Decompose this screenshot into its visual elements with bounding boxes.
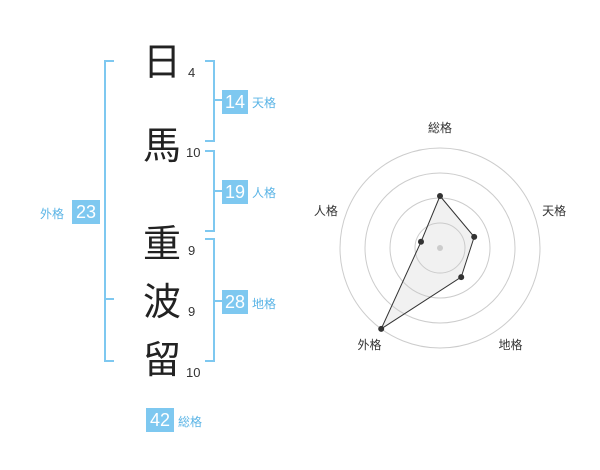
gaikaku-value: 23 xyxy=(72,200,100,224)
name-char-2: 馬 xyxy=(142,124,181,168)
jinkaku-connector xyxy=(213,190,222,192)
radar-series-area xyxy=(380,195,475,331)
radar-point-5 xyxy=(418,238,424,245)
stroke-count-5: 10 xyxy=(186,365,201,380)
stroke-count-1: 4 xyxy=(188,65,196,80)
jinkaku-label: 人格 xyxy=(252,186,277,200)
radar-ring-3 xyxy=(364,172,516,324)
radar-ring-1 xyxy=(414,222,466,274)
tenkaku-connector xyxy=(213,99,222,101)
stroke-count-2: 10 xyxy=(186,145,201,160)
radar-point-1 xyxy=(437,193,443,199)
chikaku-label: 地格 xyxy=(252,297,277,311)
name-char-5: 留 xyxy=(142,338,181,382)
name-char-4: 波 xyxy=(142,280,181,324)
name-char-1: 日 xyxy=(142,40,181,84)
radar-point-2 xyxy=(471,233,478,240)
radar-axis-label-3: 地格 xyxy=(498,337,522,352)
name-char-3: 重 xyxy=(142,222,181,266)
radar-axis-label-4: 外格 xyxy=(357,337,381,352)
gaikaku-bracket-mid xyxy=(104,298,114,300)
tenkaku-label: 天格 xyxy=(252,96,277,110)
radar-point-3 xyxy=(458,274,465,281)
soukaku-label: 総格 xyxy=(178,415,203,429)
jinkaku-value: 19 xyxy=(222,180,248,204)
radar-points xyxy=(378,193,478,332)
radar-axis-label-1: 総格 xyxy=(428,120,452,135)
chikaku-value: 28 xyxy=(222,290,248,314)
radar-axis-label-2: 天格 xyxy=(542,203,566,218)
radar-point-4 xyxy=(378,325,385,332)
stroke-count-4: 9 xyxy=(188,304,196,319)
gaikaku-bracket xyxy=(104,60,114,362)
gaikaku-label: 外格 xyxy=(40,207,65,221)
radar-ring-4 xyxy=(339,147,541,349)
soukaku-value: 42 xyxy=(146,408,174,432)
radar-center-dot xyxy=(437,245,443,251)
radar-axis-label-5: 人格 xyxy=(314,203,338,218)
tenkaku-bracket xyxy=(205,60,215,142)
tenkaku-value: 14 xyxy=(222,90,248,114)
chikaku-connector xyxy=(213,300,222,302)
stroke-count-3: 9 xyxy=(188,243,196,258)
